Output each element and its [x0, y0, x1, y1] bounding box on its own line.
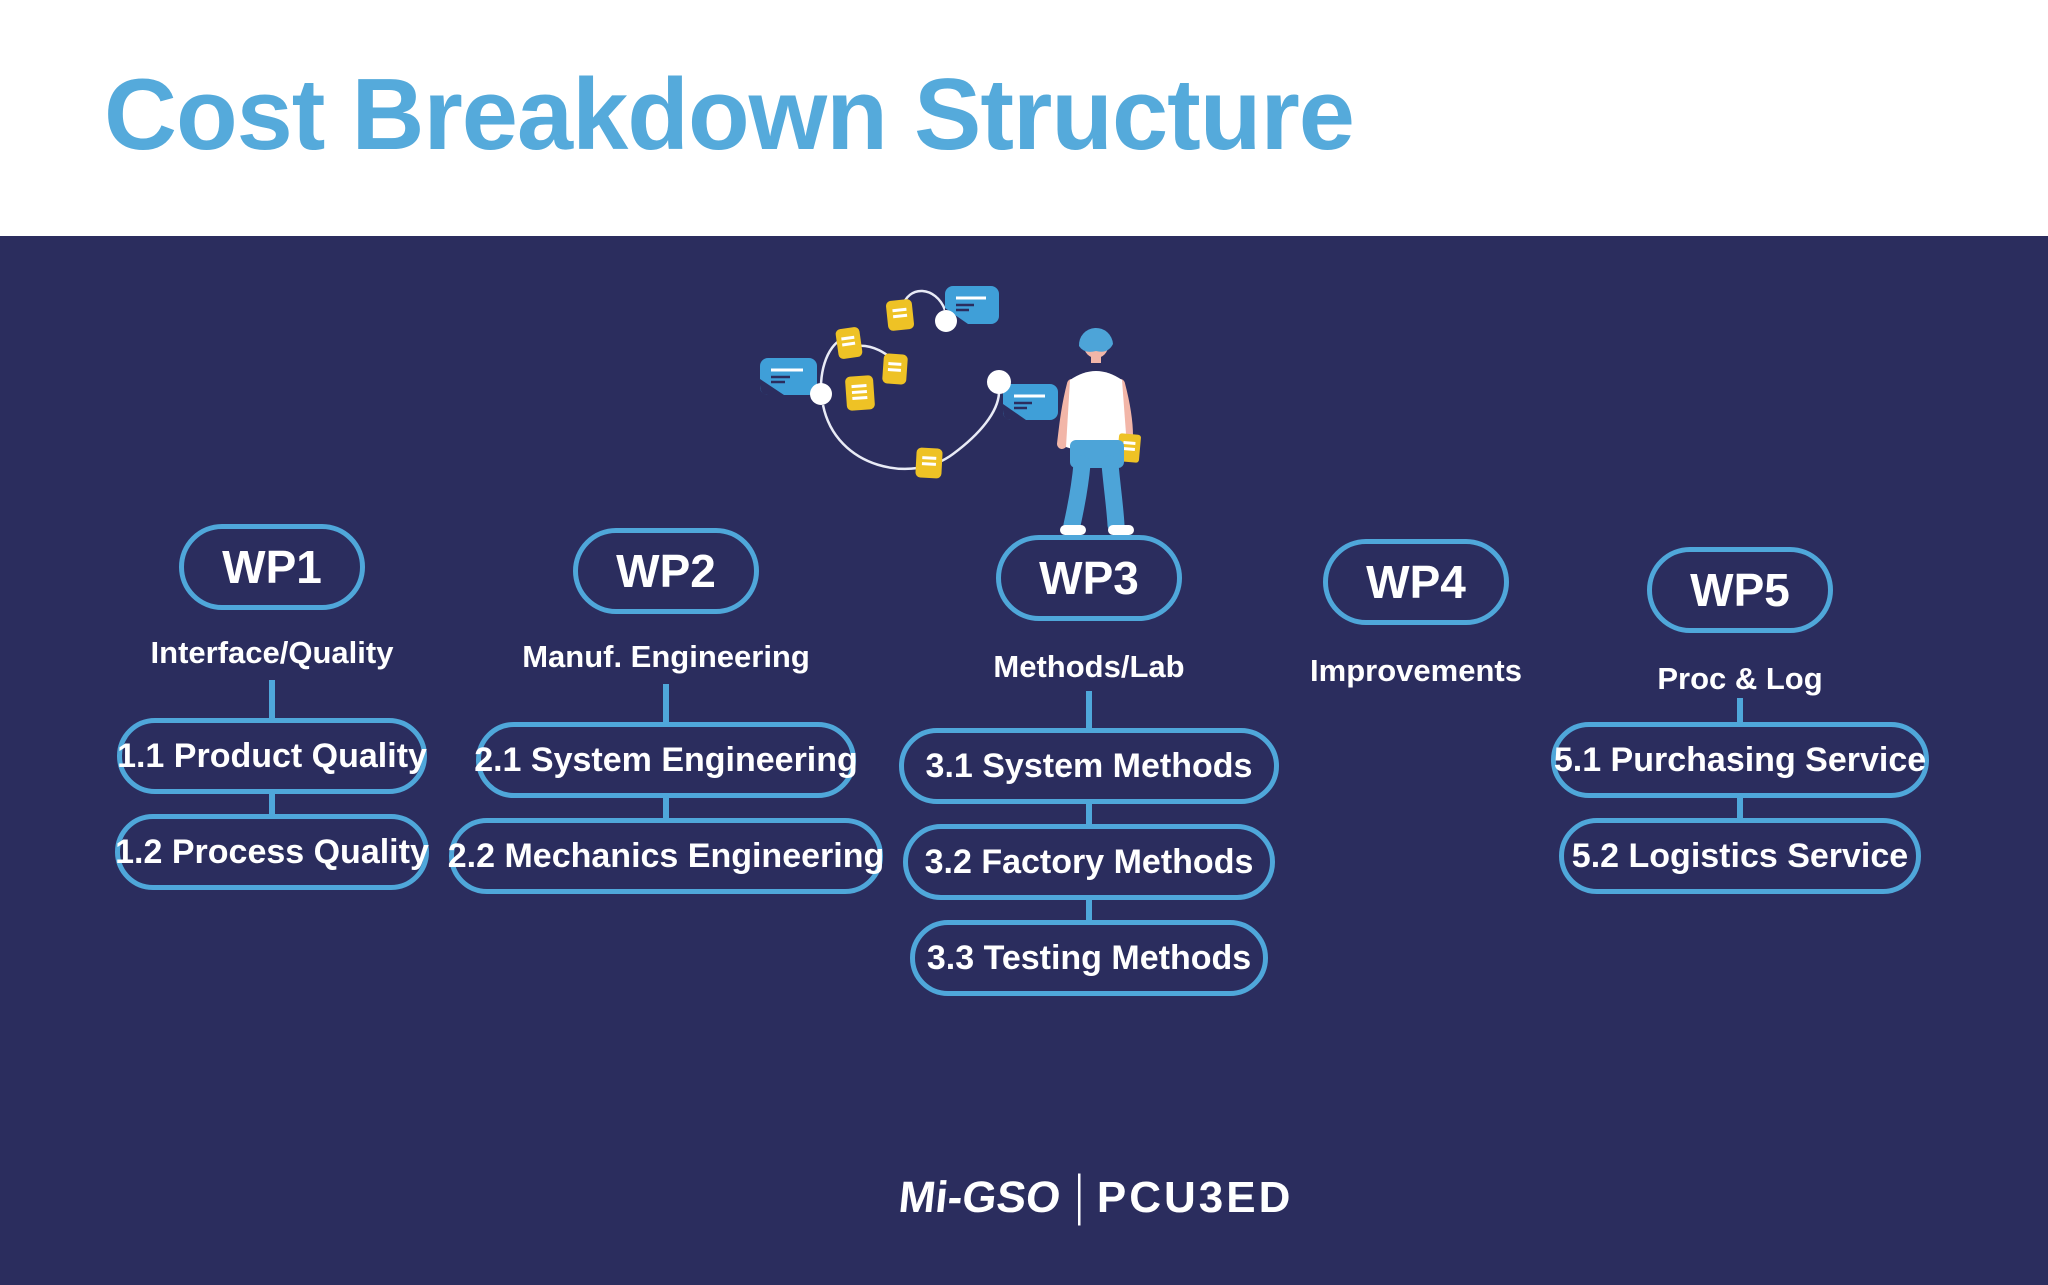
wbs-item: 5.2 Logistics Service	[1559, 818, 1921, 894]
document-icon	[845, 375, 875, 411]
wp5-pill: WP5	[1647, 547, 1833, 633]
node-circle-icon	[987, 370, 1011, 394]
wp2-pill: WP2	[573, 528, 759, 614]
connector-line	[1737, 798, 1743, 818]
wbs-item: 1.2 Process Quality	[115, 814, 429, 890]
wbs-item: 2.2 Mechanics Engineering	[448, 818, 884, 894]
person-icon	[1057, 327, 1141, 535]
document-icon	[885, 299, 915, 331]
wp2-column: WP2 Manuf. Engineering 2.1 System Engine…	[396, 528, 936, 894]
wbs-item: 5.1 Purchasing Service	[1551, 722, 1929, 798]
wbs-item: 3.3 Testing Methods	[910, 920, 1268, 996]
wp5-label: WP5	[1690, 564, 1790, 616]
logo-divider: |	[1075, 1163, 1084, 1226]
wp1-pill: WP1	[179, 524, 365, 610]
migso-wordmark: Mi-GSO	[896, 1172, 1063, 1222]
message-card-icon	[760, 358, 817, 395]
wbs-item: 3.2 Factory Methods	[903, 824, 1275, 900]
process-flow-illustration	[760, 286, 1141, 535]
node-circle-icon	[935, 310, 957, 332]
connector-line	[1737, 698, 1743, 722]
wp3-subtitle: Methods/Lab	[993, 649, 1185, 684]
document-icon	[882, 353, 908, 385]
connector-line	[1086, 804, 1092, 824]
connector-line	[663, 684, 669, 722]
connector-line	[269, 794, 275, 814]
diagram-canvas: WP1 Interface/Quality 1.1 Product Qualit…	[0, 236, 2048, 1285]
node-circle-icon	[810, 383, 832, 405]
wp5-subtitle: Proc & Log	[1657, 661, 1823, 696]
document-icon	[835, 327, 863, 359]
document-icon	[915, 447, 943, 479]
wbs-item: 1.1 Product Quality	[117, 718, 427, 794]
brand-logo: Mi-GSO | PCU3ED	[896, 1162, 1294, 1233]
wp4-subtitle: Improvements	[1310, 653, 1522, 688]
wp3-label: WP3	[1039, 552, 1139, 604]
wp1-label: WP1	[222, 541, 322, 593]
wbs-item: 2.1 System Engineering	[474, 722, 858, 798]
wp4-column: WP4 Improvements	[1146, 539, 1686, 690]
page-title: Cost Breakdown Structure	[104, 59, 1355, 171]
wp1-column: WP1 Interface/Quality 1.1 Product Qualit…	[2, 524, 542, 890]
wp3-pill: WP3	[996, 535, 1182, 621]
connector-line	[269, 680, 275, 718]
connector-line	[1086, 691, 1092, 728]
wp1-subtitle: Interface/Quality	[150, 635, 394, 670]
pcubed-wordmark: PCU3ED	[1096, 1172, 1294, 1222]
wp2-label: WP2	[616, 545, 716, 597]
connector-line	[663, 798, 669, 818]
message-card-icon	[1003, 384, 1058, 420]
wp4-pill: WP4	[1323, 539, 1509, 625]
connector-line	[1086, 900, 1092, 920]
wp5-column: WP5 Proc & Log 5.1 Purchasing Service 5.…	[1470, 547, 2010, 894]
wp2-subtitle: Manuf. Engineering	[522, 639, 810, 674]
wp3-column: WP3 Methods/Lab 3.1 System Methods 3.2 F…	[819, 535, 1359, 996]
wp4-label: WP4	[1366, 556, 1466, 608]
wbs-item: 3.1 System Methods	[899, 728, 1279, 804]
